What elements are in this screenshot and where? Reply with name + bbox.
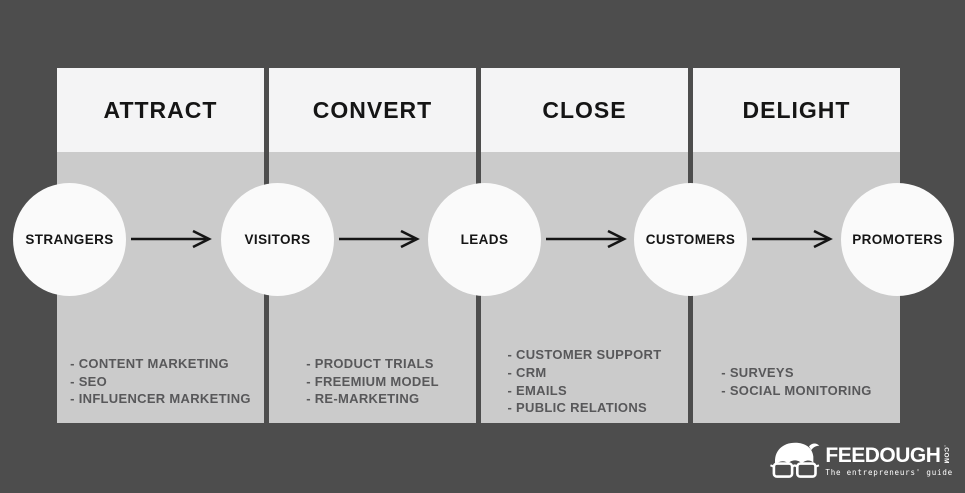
brand-name: FEEDOUGH — [825, 444, 941, 467]
tactics-list-attract: - CONTENT MARKETING - SEO - INFLUENCER M… — [57, 340, 264, 423]
brand-tld: .COM — [942, 445, 950, 464]
actor-label: LEADS — [460, 232, 509, 247]
stage-title: ATTRACT — [103, 96, 218, 123]
stage-column-close: CLOSE - CUSTOMER SUPPORT - CRM - EMAILS … — [481, 68, 688, 423]
brand-logo: FEEDOUGH .COM The entrepreneurs' guide — [770, 438, 953, 484]
actor-circle-promoters: PROMOTERS — [841, 183, 954, 296]
actor-label: PROMOTERS — [852, 232, 943, 247]
actor-label: VISITORS — [244, 232, 311, 247]
tactic-item: - FREEMIUM MODEL — [306, 373, 439, 389]
actor-circle-visitors: VISITORS — [221, 183, 334, 296]
actor-circle-leads: LEADS — [428, 183, 541, 296]
stage-title: CLOSE — [542, 96, 627, 123]
tactic-item: - CRM — [507, 364, 547, 380]
stage-header-close: CLOSE — [481, 68, 688, 152]
brand-tagline: The entrepreneurs' guide — [825, 468, 953, 477]
stage-header-convert: CONVERT — [269, 68, 476, 152]
stage-header-delight: DELIGHT — [693, 68, 900, 152]
tactic-item: - PUBLIC RELATIONS — [507, 400, 648, 416]
flow-arrow-icon — [545, 229, 629, 249]
tactic-item: - SURVEYS — [721, 364, 794, 380]
actor-circle-strangers: STRANGERS — [13, 183, 126, 296]
tactic-item: - RE-MARKETING — [306, 391, 420, 407]
tactic-item: - SEO — [70, 373, 108, 389]
tactics-list-close: - CUSTOMER SUPPORT - CRM - EMAILS - PUBL… — [481, 340, 688, 423]
tactics-list-delight: - SURVEYS - SOCIAL MONITORING — [693, 340, 900, 423]
tactic-item: - SOCIAL MONITORING — [721, 382, 872, 398]
actor-circle-customers: CUSTOMERS — [634, 183, 747, 296]
tactic-item: - CONTENT MARKETING — [70, 355, 229, 371]
actor-label: STRANGERS — [25, 232, 114, 247]
stage-title: CONVERT — [312, 96, 433, 123]
tactic-item: - PRODUCT TRIALS — [306, 355, 434, 371]
tactic-item: - EMAILS — [507, 382, 567, 398]
actor-label: CUSTOMERS — [645, 232, 736, 247]
tactics-list-convert: - PRODUCT TRIALS - FREEMIUM MODEL - RE-M… — [269, 340, 476, 423]
stage-title: DELIGHT — [742, 96, 851, 123]
nerd-face-icon — [770, 442, 820, 478]
flow-arrow-icon — [130, 229, 214, 249]
flow-arrow-icon — [338, 229, 422, 249]
tactic-item: - CUSTOMER SUPPORT — [507, 347, 662, 363]
stage-header-attract: ATTRACT — [57, 68, 264, 152]
flow-arrow-icon — [751, 229, 835, 249]
tactic-item: - INFLUENCER MARKETING — [70, 391, 251, 407]
